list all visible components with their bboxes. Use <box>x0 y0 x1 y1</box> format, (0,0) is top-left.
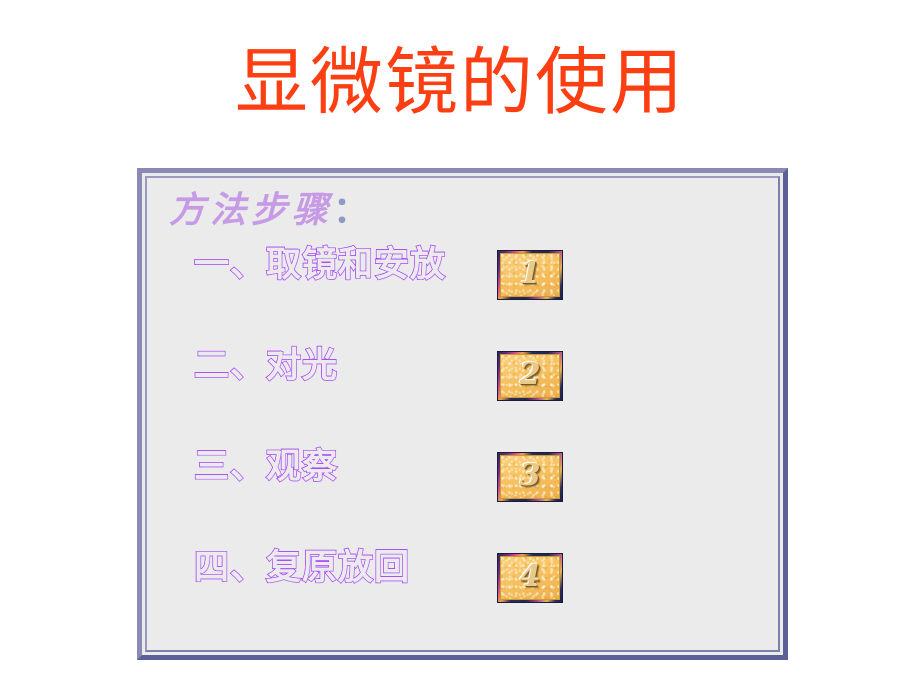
step-label-3: 三、观察 <box>193 447 339 487</box>
page-title: 显微镜的使用 <box>235 40 685 125</box>
step-row: 三、观察 3 <box>147 447 778 551</box>
steps-list: 一、取镜和安放 1 二、对光 2 三 <box>147 245 778 652</box>
step-row: 一、取镜和安放 1 <box>147 245 778 349</box>
steps-heading: 方法步骤： <box>169 192 369 228</box>
step-button-face: 4 <box>500 556 560 600</box>
step-button-number-1: 1 <box>519 256 541 291</box>
step-row: 二、对光 2 <box>147 346 778 450</box>
step-button-face: 1 <box>500 253 560 297</box>
steps-heading-colon: ： <box>333 189 370 231</box>
step-button-number-3: 3 <box>519 458 541 493</box>
step-label-1: 一、取镜和安放 <box>193 245 447 285</box>
content-frame: 方法步骤： 一、取镜和安放 1 二、对光 2 <box>137 168 788 660</box>
step-button-4[interactable]: 4 <box>498 554 562 602</box>
steps-heading-text: 方法步骤 <box>169 189 334 231</box>
step-button-3[interactable]: 3 <box>498 453 562 501</box>
step-button-number-4: 4 <box>519 559 541 594</box>
step-button-2[interactable]: 2 <box>498 352 562 400</box>
step-button-number-2: 2 <box>519 357 541 392</box>
step-button-face: 3 <box>500 455 560 499</box>
content-frame-inner: 方法步骤： 一、取镜和安放 1 二、对光 2 <box>145 176 780 652</box>
step-label-2: 二、对光 <box>193 346 339 386</box>
step-button-face: 2 <box>500 354 560 398</box>
step-row: 四、复原放回 4 <box>147 548 778 652</box>
step-label-4: 四、复原放回 <box>193 548 411 588</box>
step-button-1[interactable]: 1 <box>498 251 562 299</box>
